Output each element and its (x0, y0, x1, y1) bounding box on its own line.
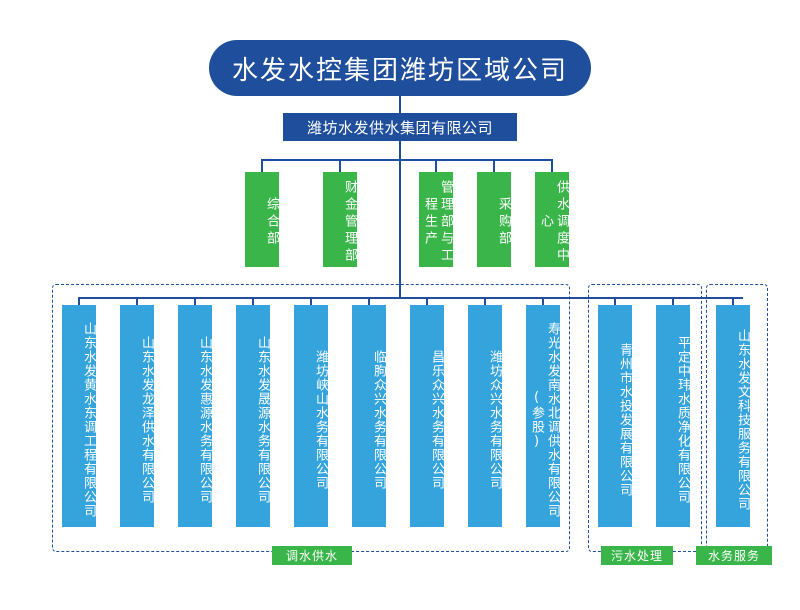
connector-comp-6 (368, 297, 370, 305)
connector-dept-2 (339, 159, 341, 172)
root-node: 水发水控集团潍坊区域公司 (209, 40, 591, 96)
connector-level2-down (399, 141, 401, 160)
dept-node-1: 综合部 (245, 172, 279, 267)
group-label-sewage: 污水处理 (601, 546, 673, 565)
company-node-11: 平定中玮水质净化有限公司 (656, 305, 690, 527)
connector-comp-8 (484, 297, 486, 305)
level2-node: 潍坊水发供水集团有限公司 (283, 113, 517, 141)
connector-comp-9 (542, 297, 544, 305)
company-node-2: 山东水发龙泽供水有限公司 (120, 305, 154, 527)
connector-comp-5 (310, 297, 312, 305)
connector-comp-12 (732, 297, 734, 305)
company-node-3: 山东水发惠源水务有限公司 (178, 305, 212, 527)
dept-node-2: 财金管理部 (323, 172, 357, 267)
connector-dept-3 (435, 159, 437, 172)
group-label-services: 水务服务 (696, 546, 772, 565)
dept-node-3: 管理部与工程生产 (419, 172, 453, 267)
connector-comp-3 (194, 297, 196, 305)
company-node-7: 昌乐众兴水务有限公司 (410, 305, 444, 527)
company-node-9: 寿光水发南水北调供水有限公司(参股) (526, 305, 560, 527)
group-label-water-supply: 调水供水 (272, 546, 352, 565)
dept-node-5: 供水调度中心 (535, 172, 569, 267)
company-node-8: 潍坊众兴水务有限公司 (468, 305, 502, 527)
company-node-12: 山东水发文科技服务有限公司 (716, 305, 750, 527)
connector-dept-1 (261, 159, 263, 172)
company-node-10: 青州市水投发展有限公司 (598, 305, 632, 527)
company-node-5: 潍坊峡山水务有限公司 (294, 305, 328, 527)
department-bus-line (261, 159, 552, 161)
connector-root-to-level2 (399, 96, 401, 113)
connector-comp-10 (614, 297, 616, 305)
connector-comp-7 (426, 297, 428, 305)
connector-comp-11 (672, 297, 674, 305)
connector-comp-1 (78, 297, 80, 305)
connector-comp-2 (136, 297, 138, 305)
dept-node-4: 采购部 (477, 172, 511, 267)
connector-dept-4 (493, 159, 495, 172)
company-bus-line (78, 297, 743, 299)
connector-dept-5 (551, 159, 553, 172)
company-node-6: 临朐众兴水务有限公司 (352, 305, 386, 527)
company-node-4: 山东水发晟源水务有限公司 (236, 305, 270, 527)
company-node-1: 山东水发黄水东调工程有限公司 (62, 305, 96, 527)
connector-trunk-to-companies (399, 159, 401, 298)
connector-comp-4 (252, 297, 254, 305)
